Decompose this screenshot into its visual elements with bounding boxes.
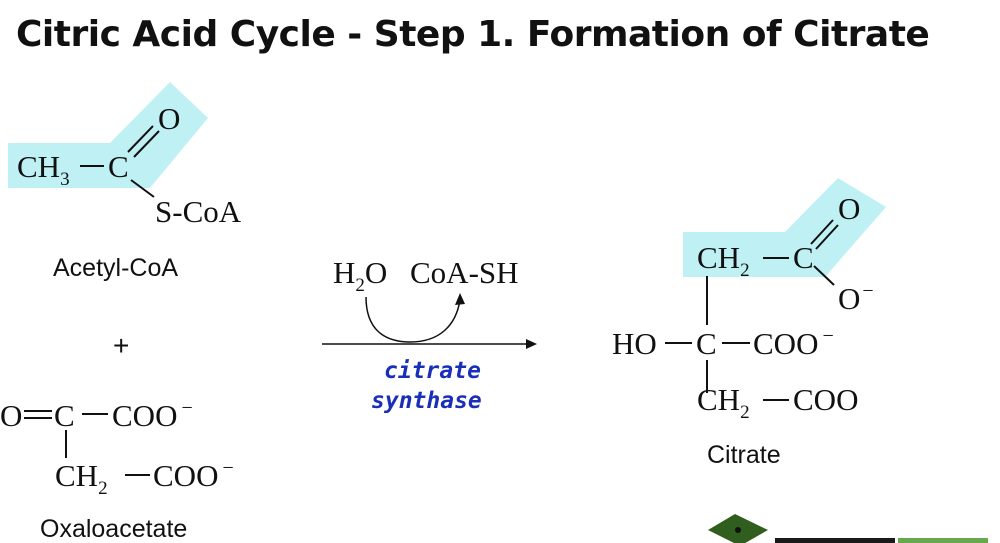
- curved-arrow: [365, 296, 461, 343]
- acetyl-ch3: CH3: [17, 149, 70, 190]
- double-bond: [810, 219, 834, 245]
- bond: [130, 179, 155, 198]
- carbon: C: [54, 398, 75, 433]
- carboxylate-2: COO−: [153, 457, 234, 493]
- page-title: Citric Acid Cycle - Step 1. Formation of…: [16, 14, 929, 55]
- acetyl-group-highlight: [683, 178, 886, 277]
- enzyme-name-line2: synthase: [371, 388, 482, 414]
- oxygen-anion: O−: [838, 280, 874, 316]
- hydroxyl: HO: [612, 326, 657, 361]
- carboxylate: COO−: [753, 325, 834, 361]
- oxaloacetate-label: Oxaloacetate: [40, 515, 187, 543]
- acetyl-coa-label: Acetyl-CoA: [53, 254, 178, 282]
- main-arrow-head: [526, 339, 537, 349]
- acetyl-group-highlight: [8, 82, 208, 188]
- coash: CoA-SH: [410, 255, 519, 290]
- plus-sign: +: [113, 330, 129, 361]
- logo-text-dark: [775, 538, 895, 543]
- double-bond: [127, 125, 154, 153]
- oxaloacetate-structure: O C COO− CH2 COO− Oxaloacetate: [0, 397, 234, 543]
- oxygen: O: [838, 191, 860, 226]
- enzyme-name-line1: citrate: [384, 358, 481, 384]
- cap-button: [735, 527, 741, 533]
- carboxylate-1: COO−: [112, 397, 193, 433]
- double-bond: [815, 224, 839, 250]
- bond: [813, 265, 835, 286]
- curved-arrow-head: [455, 293, 465, 305]
- central-carbon: C: [696, 326, 717, 361]
- acetyl-coa-structure: CH3 C O S-CoA Acetyl-CoA: [8, 82, 242, 282]
- citrate-label: Citrate: [707, 441, 781, 469]
- double-bond: [133, 130, 160, 158]
- methylene: CH2: [55, 458, 108, 499]
- carboxylate-bottom: COO: [793, 382, 858, 417]
- reaction-arrow: H2O CoA-SH citrate synthase: [322, 255, 537, 414]
- acetyl-carbon: C: [108, 149, 129, 184]
- citrate-structure: CH2 C O O− HO C COO− CH2 COO Citrate: [612, 178, 886, 469]
- methylene-top: CH2: [697, 240, 750, 281]
- oxygen: O: [0, 398, 22, 433]
- methylene-bottom: CH2: [697, 382, 750, 423]
- logo-text-green: [898, 538, 988, 543]
- carbonyl-carbon: C: [793, 240, 814, 275]
- water: H2O: [333, 255, 387, 296]
- medschoolcoach-logo: [708, 514, 988, 543]
- acetyl-oxygen: O: [158, 101, 180, 136]
- acetyl-scoa: S-CoA: [155, 194, 242, 229]
